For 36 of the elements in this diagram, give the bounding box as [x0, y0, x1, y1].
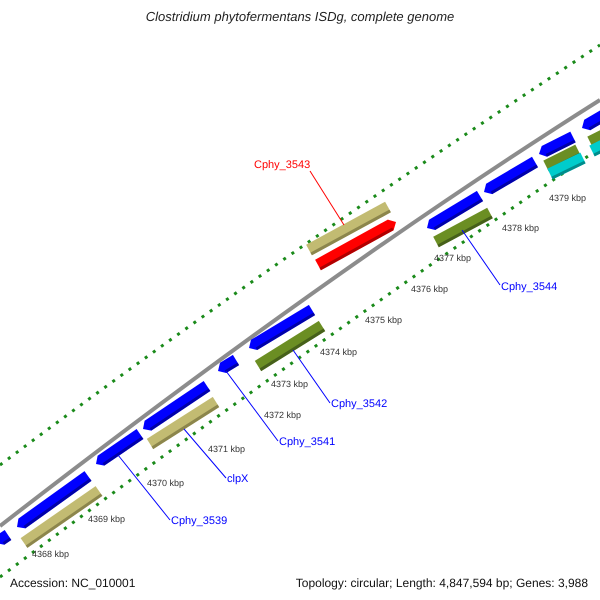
position-label: 4373 kbp — [271, 379, 308, 389]
gene-feature — [484, 156, 538, 194]
gene-feature — [589, 138, 600, 156]
position-label: 4368 kbp — [32, 549, 70, 559]
gene-feature — [218, 354, 240, 373]
position-label: 4376 kbp — [411, 284, 448, 294]
position-label: 4375 kbp — [365, 315, 402, 325]
leader-line — [292, 350, 330, 404]
position-label: 4369 kbp — [88, 514, 126, 524]
position-label: 4374 kbp — [320, 347, 358, 357]
gene-label: Cphy_3541 — [279, 436, 336, 449]
gene-feature — [582, 108, 600, 130]
position-label: 4379 kbp — [549, 193, 586, 203]
accession-text: Accession: NC_010001 — [10, 575, 136, 592]
position-label: 4377 kbp — [434, 253, 472, 263]
leader-line — [462, 230, 500, 286]
gene-label: Cphy_3544 — [501, 281, 558, 294]
leader-line — [310, 170, 344, 226]
gene-feature — [96, 429, 144, 466]
position-label: 4372 kbp — [264, 410, 302, 420]
gene-feature — [0, 530, 12, 545]
gene-label: clpX — [227, 473, 248, 486]
gene-feature — [433, 208, 493, 248]
gene-label: Cphy_3542 — [331, 398, 388, 411]
title: Clostridium phytofermentans ISDg, complete genome — [144, 8, 456, 26]
leader-line — [118, 454, 170, 520]
leader-line — [226, 370, 278, 442]
gene-feature — [315, 220, 396, 270]
leader-line — [184, 428, 226, 478]
position-label: 4371 kbp — [208, 444, 246, 454]
position-label: 4378 kbp — [502, 223, 540, 233]
position-label: 4370 kbp — [147, 478, 184, 488]
genome-info-text: Topology: circular; Length: 4,847,594 bp; Genes: 3,988 — [296, 575, 588, 592]
gene-label: Cphy_3539 — [171, 515, 228, 528]
gene-feature — [547, 152, 586, 180]
gene-label: Cphy_3543 — [254, 159, 310, 172]
